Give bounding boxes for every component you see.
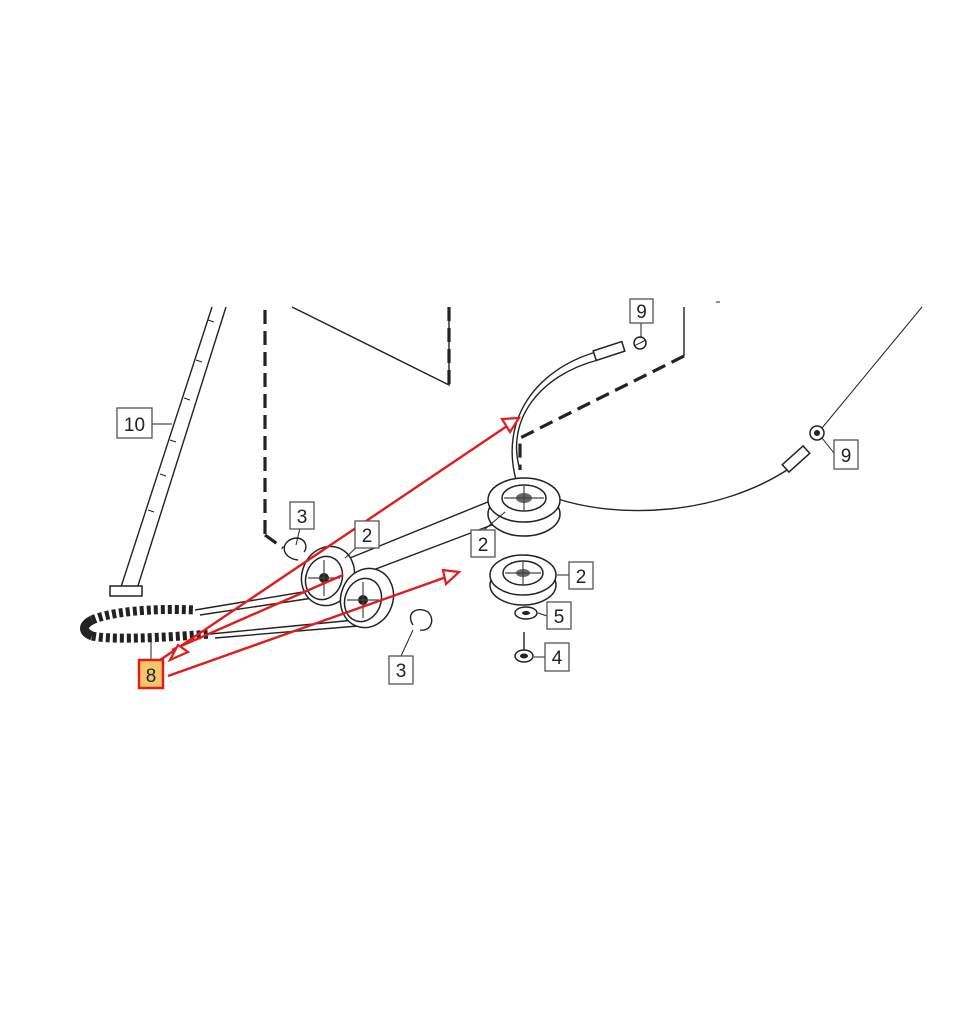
clip-left bbox=[283, 537, 307, 561]
pulley-upper-right bbox=[487, 477, 561, 537]
callout-10-label: 10 bbox=[124, 415, 145, 436]
post-assembly bbox=[109, 306, 227, 597]
leader-lines bbox=[150, 322, 835, 660]
callout-2-left-label: 2 bbox=[362, 526, 373, 547]
frame-outlines bbox=[263, 301, 720, 550]
highlight-arrowhead-2 bbox=[441, 568, 462, 587]
cable-fitting-right bbox=[781, 425, 825, 474]
callout-2-right: 2 bbox=[568, 561, 594, 590]
highlight-arrowhead-1 bbox=[500, 416, 522, 435]
callout-9-right-label: 9 bbox=[841, 446, 852, 467]
callout-4: 4 bbox=[544, 642, 570, 672]
callout-2-center: 2 bbox=[470, 529, 496, 558]
washer bbox=[514, 606, 538, 620]
callout-5-label: 5 bbox=[554, 607, 565, 628]
callout-3-left-label: 3 bbox=[297, 507, 308, 528]
callout-2-left: 2 bbox=[354, 520, 380, 549]
highlight-arrowhead-3 bbox=[167, 643, 191, 663]
callout-3-left: 3 bbox=[289, 501, 315, 530]
callout-10: 10 bbox=[116, 407, 153, 439]
callout-5: 5 bbox=[546, 601, 572, 630]
clip-bottom bbox=[409, 608, 433, 631]
cable-fitting-top bbox=[592, 336, 647, 362]
callout-3-bottom-label: 3 bbox=[396, 661, 407, 682]
callout-3-bottom: 3 bbox=[388, 655, 414, 685]
callout-8-label: 8 bbox=[146, 666, 157, 687]
callout-2-center-label: 2 bbox=[478, 535, 489, 556]
cable-runs bbox=[344, 306, 923, 576]
callout-4-label: 4 bbox=[552, 648, 563, 669]
callout-9-top: 9 bbox=[629, 298, 654, 324]
chain-assembly bbox=[80, 589, 359, 643]
bolt bbox=[514, 632, 534, 663]
callout-9-right: 9 bbox=[833, 439, 859, 470]
callout-8-highlighted[interactable]: 8 bbox=[137, 658, 165, 690]
callout-2-right-label: 2 bbox=[576, 567, 587, 588]
pulley-lower-right bbox=[489, 554, 557, 606]
highlight-arrows bbox=[159, 416, 522, 678]
callout-9-top-label: 9 bbox=[636, 302, 647, 323]
